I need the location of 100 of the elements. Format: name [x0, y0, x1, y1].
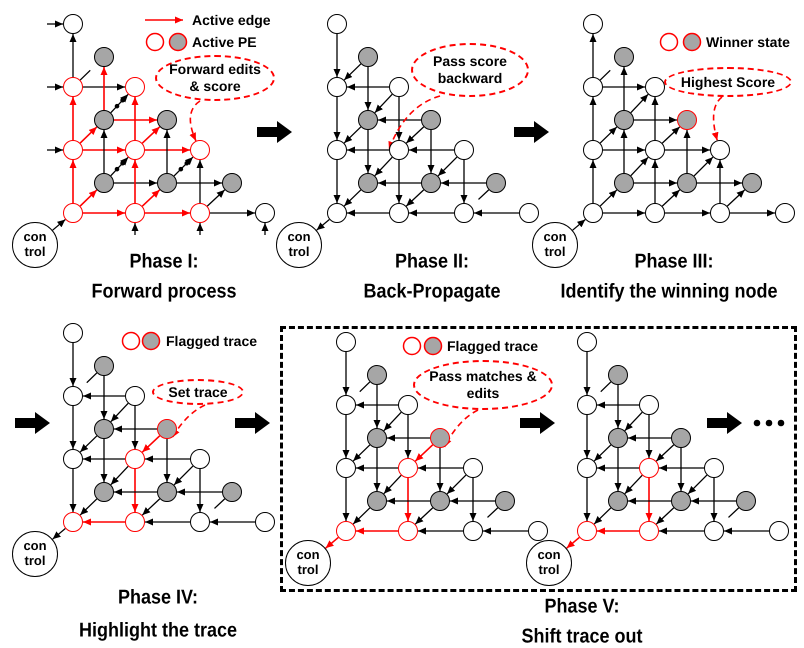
arrow: [52, 528, 66, 540]
pe-circle: [389, 140, 409, 160]
pe-circle: [639, 395, 659, 415]
arrow: [726, 189, 746, 207]
pe-circle: [336, 395, 356, 415]
callout-ellipse: [413, 360, 553, 410]
arrow: [100, 67, 108, 110]
pe-circle: [389, 203, 409, 223]
callout-text: Pass score backward: [432, 53, 508, 87]
phase-title: Identify the winning node: [560, 280, 778, 304]
pe-circle: [157, 482, 177, 502]
stub-line: [478, 189, 490, 200]
arrow: [70, 469, 76, 512]
arrow: [83, 146, 125, 154]
arrow: [70, 160, 76, 203]
pe-circle: [63, 512, 83, 532]
arrow: [347, 84, 389, 90]
pe-circle: [389, 77, 409, 97]
dashed-group-frame: [280, 326, 797, 592]
arrow: [409, 210, 454, 216]
arrow: [396, 160, 402, 203]
pe-circle: [614, 110, 634, 130]
arrow: [406, 189, 424, 207]
stub-line: [728, 507, 740, 518]
pe-circle: [336, 458, 356, 478]
arrow: [334, 160, 340, 203]
arrow: [656, 507, 674, 525]
pe-circle: [528, 521, 548, 541]
arrow: [177, 488, 222, 496]
pe-circle: [583, 140, 603, 160]
arrow: [678, 448, 684, 491]
arrow: [210, 518, 255, 526]
pe-circle: [677, 110, 697, 130]
dotted-arrow: [174, 156, 194, 176]
arrow: [572, 218, 586, 231]
pe-circle: [63, 203, 83, 223]
control-circle: [285, 540, 331, 586]
pe-circle: [190, 512, 210, 532]
arrow: [441, 180, 486, 186]
arrow: [114, 180, 157, 186]
arrow: [142, 498, 160, 516]
legend-label: Active edge: [192, 12, 271, 28]
pe-circle: [614, 47, 634, 67]
input-arrow: [262, 223, 268, 235]
pe-circle: [463, 521, 483, 541]
arrow: [378, 116, 421, 124]
arrow: [52, 218, 66, 231]
pe-circle: [421, 110, 441, 130]
pe-circle: [63, 386, 83, 406]
arrow: [474, 210, 519, 216]
arrow: [100, 439, 108, 482]
input-arrow: [132, 223, 138, 235]
callout-ellipse: [664, 67, 792, 97]
pe-circle: [327, 140, 347, 160]
stub-line: [600, 70, 611, 81]
pe-circle: [645, 77, 665, 97]
arrow: [436, 448, 444, 491]
control-label: con trol: [296, 548, 320, 578]
pe-circle: [255, 512, 275, 532]
control-label: con trol: [23, 539, 47, 569]
phase-title: Phase III:: [634, 250, 714, 274]
arrow: [347, 146, 389, 154]
arrow: [603, 146, 645, 154]
arrow: [132, 469, 138, 512]
arrow: [630, 156, 649, 176]
arrow: [83, 456, 125, 462]
arrow: [342, 478, 350, 521]
arrow: [316, 218, 330, 231]
arrow: [83, 518, 125, 526]
arrow: [70, 406, 76, 449]
pe-circle: [645, 140, 665, 160]
control-circle: [12, 531, 58, 577]
arrow: [145, 456, 190, 462]
phase-title: Highlight the trace: [79, 620, 237, 642]
arrow: [597, 402, 639, 408]
arrow: [691, 498, 736, 504]
arrow: [142, 435, 160, 453]
pe-circle: [336, 332, 356, 352]
pe-circle: [358, 173, 378, 193]
arrow: [688, 474, 708, 494]
arrow: [662, 189, 680, 207]
pe-circle: [94, 356, 114, 376]
arrow: [325, 536, 339, 549]
arrow: [724, 528, 769, 534]
control-label: con trol: [23, 230, 47, 260]
arrow: [378, 180, 421, 186]
arrow: [383, 412, 402, 432]
arrow: [404, 478, 412, 521]
pe-circle: [639, 521, 659, 541]
arrow: [628, 498, 671, 504]
arrow: [614, 448, 622, 491]
arrow: [206, 189, 226, 207]
arrow: [132, 97, 138, 140]
arrow: [597, 528, 639, 534]
pe-circle: [639, 458, 659, 478]
pe-circle: [454, 203, 474, 223]
arrow: [83, 210, 125, 216]
dotted-arrow: [110, 94, 129, 114]
arrow: [470, 478, 476, 521]
pe-circle: [577, 395, 597, 415]
